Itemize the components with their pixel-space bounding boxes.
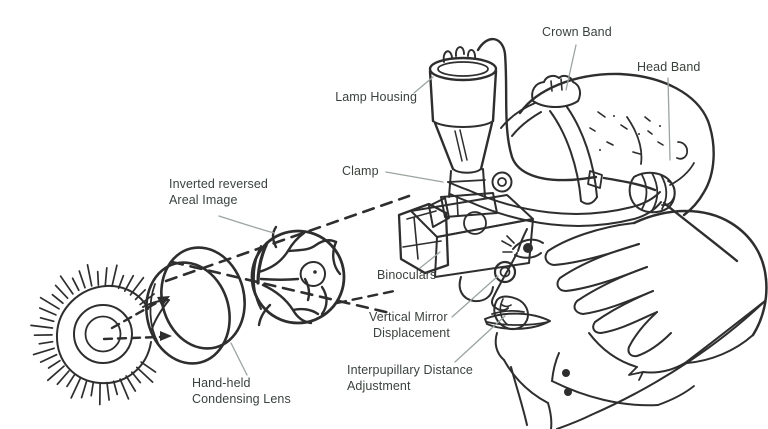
thumb (627, 311, 672, 358)
power-cable (476, 38, 739, 263)
eye-illustration (30, 263, 170, 406)
leader-condensing-lens (230, 342, 248, 376)
label-crown-band: Crown Band (542, 25, 612, 39)
head-illustration (447, 38, 739, 263)
ipd-knob (493, 295, 529, 331)
leader-vertical-mirror (451, 275, 499, 318)
label-clamp: Clamp (342, 164, 379, 178)
head-band-illustration (447, 162, 695, 227)
eyelashes (30, 263, 157, 406)
leader-crown-band (565, 44, 577, 91)
label-inverted-areal-image: Inverted reversed Areal Image (169, 177, 268, 207)
leader-lamp-housing (413, 76, 434, 94)
mirror-knob (493, 260, 517, 284)
aerial-image-illustration (250, 225, 346, 327)
label-condensing-lens: Hand-held Condensing Lens (192, 376, 291, 406)
hand-illustration (544, 209, 768, 429)
leader-lines (218, 44, 671, 376)
label-binoculars: Binoculars (377, 268, 437, 282)
hair-texture (589, 111, 664, 165)
leader-binoculars (419, 251, 441, 269)
leader-head-band (667, 77, 671, 161)
crown-band-illustration (500, 74, 598, 205)
label-interpupillary: Interpupillary Distance Adjustment (347, 363, 473, 393)
label-lamp-housing: Lamp Housing (335, 90, 417, 104)
sleeve-cuff (551, 300, 766, 429)
face-illustration (484, 228, 553, 429)
binoculars-illustration (397, 194, 534, 331)
label-vertical-mirror: Vertical Mirror Displacement (369, 310, 450, 340)
label-head-band: Head Band (637, 60, 701, 74)
ray-dashed-lines (164, 194, 411, 315)
leader-clamp (385, 171, 444, 183)
leader-areal-image (218, 215, 275, 234)
clamp-illustration (428, 168, 498, 228)
leader-interpupillary (454, 315, 506, 363)
eye-pupil (523, 243, 533, 253)
